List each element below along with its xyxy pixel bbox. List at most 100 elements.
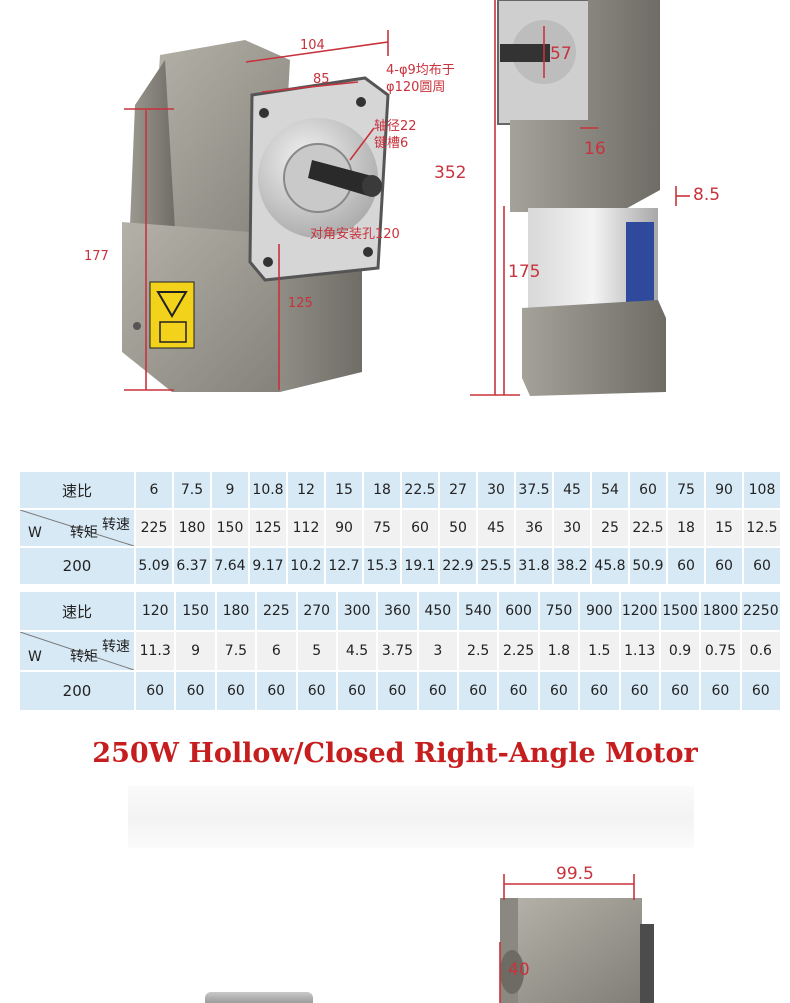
gearmotor-side-view: 57 16 352 8.5 175: [434, 0, 790, 440]
dim-mount-holes: 4-φ9均布于 φ120圆周: [386, 63, 455, 95]
torque-cell: 60: [176, 672, 215, 710]
ratio-cell: 60: [630, 472, 666, 508]
dim-177: 177: [84, 249, 109, 264]
speed-cell: 112: [288, 510, 324, 546]
speed-cell: 2.25: [499, 632, 538, 670]
dim-352: 352: [434, 163, 467, 183]
ratio-cell: 54: [592, 472, 628, 508]
torque-row: 200 60 60 60 60 60 60 60 60 60 60 60 60 …: [20, 672, 780, 710]
w-label: W: [28, 649, 42, 665]
speed-torque-header: 转速 W 转矩: [20, 510, 134, 546]
ratio-cell: 600: [499, 592, 538, 630]
gearmotor-drawing: [122, 30, 390, 392]
ratio-cell: 15: [326, 472, 362, 508]
partial-motor-image: [205, 992, 313, 1003]
section-title: 250W Hollow/Closed Right-Angle Motor: [92, 738, 698, 769]
dim-57: 57: [550, 44, 572, 64]
speed-cell: 90: [326, 510, 362, 546]
speed-cell: 0.6: [741, 632, 780, 670]
torque-label: 转矩: [70, 649, 98, 665]
speed-row: 转速 W 转矩 225 180 150 125 112 90 75 60 50 …: [20, 510, 780, 546]
torque-cell: 38.2: [554, 548, 590, 584]
torque-cell: 60: [136, 672, 175, 710]
dim-diagonal-holes: 对角安装孔120: [310, 227, 400, 242]
dim-175: 175: [508, 262, 541, 282]
w-label: W: [28, 525, 42, 541]
dim-104: 104: [300, 38, 325, 53]
ratio-cell: 225: [257, 592, 296, 630]
torque-cell: 7.64: [212, 548, 248, 584]
ratio-cell: 30: [478, 472, 514, 508]
torque-cell: 15.3: [364, 548, 400, 584]
speed-cell: 75: [364, 510, 400, 546]
gearmotor-front-view: 104 85 4-φ9均布于 φ120圆周 轴径22 键槽6 对角安装孔120 …: [0, 0, 470, 440]
torque-cell: 60: [539, 672, 579, 710]
spec-table-1: 速比 6 7.5 9 10.8 12 15 18 22.5 27 30 37.5…: [18, 470, 782, 586]
torque-cell: 25.5: [478, 548, 514, 584]
speed-cell: 1.8: [539, 632, 579, 670]
ratio-cell: 1800: [701, 592, 740, 630]
dim-40: 40: [508, 960, 530, 980]
speed-cell: 7.5: [216, 632, 256, 670]
ratio-cell: 1500: [660, 592, 700, 630]
ratio-cell: 450: [418, 592, 457, 630]
ratio-cell: 120: [136, 592, 175, 630]
torque-cell: 22.9: [440, 548, 476, 584]
speed-cell: 3.75: [378, 632, 417, 670]
ratio-cell: 22.5: [402, 472, 438, 508]
ratio-cell: 27: [440, 472, 476, 508]
speed-cell: 22.5: [630, 510, 666, 546]
torque-cell: 60: [706, 548, 742, 584]
ratio-cell: 7.5: [174, 472, 210, 508]
torque-cell: 60: [744, 548, 780, 584]
speed-cell: 180: [174, 510, 210, 546]
torque-cell: 31.8: [516, 548, 552, 584]
torque-cell: 60: [459, 672, 498, 710]
speed-cell: 1.5: [580, 632, 619, 670]
speed-cell: 4.5: [337, 632, 377, 670]
ratio-cell: 12: [288, 472, 324, 508]
speed-cell: 6: [257, 632, 296, 670]
ratio-cell: 300: [337, 592, 377, 630]
dim-8-5: 8.5: [693, 185, 721, 205]
ratio-cell: 2250: [741, 592, 780, 630]
speed-cell: 125: [250, 510, 286, 546]
gearmotor-side-drawing: [470, 0, 690, 396]
speed-cell: 225: [136, 510, 172, 546]
dim-shaft-keyway: 轴径22 键槽6: [374, 119, 417, 151]
ratio-cell: 900: [580, 592, 619, 630]
diagonal-divider: [20, 632, 134, 670]
diagonal-divider: [20, 510, 134, 546]
ratio-row: 速比 120 150 180 225 270 300 360 450 540 6…: [20, 592, 780, 630]
torque-cell: 60: [741, 672, 780, 710]
ratio-cell: 9: [212, 472, 248, 508]
spec-table-2: 速比 120 150 180 225 270 300 360 450 540 6…: [18, 590, 782, 712]
dim-125: 125: [288, 296, 313, 311]
torque-cell: 60: [668, 548, 704, 584]
ratio-cell: 180: [216, 592, 256, 630]
torque-cell: 6.37: [174, 548, 210, 584]
torque-cell: 60: [660, 672, 700, 710]
speed-cell: 18: [668, 510, 704, 546]
speed-cell: 150: [212, 510, 248, 546]
speed-cell: 2.5: [459, 632, 498, 670]
ratio-label: 速比: [20, 592, 134, 630]
torque-cell: 50.9: [630, 548, 666, 584]
ratio-label: 速比: [20, 472, 134, 508]
speed-cell: 30: [554, 510, 590, 546]
power-label: 200: [20, 548, 134, 584]
speed-cell: 45: [478, 510, 514, 546]
ratio-cell: 10.8: [250, 472, 286, 508]
speed-cell: 60: [402, 510, 438, 546]
ratio-cell: 37.5: [516, 472, 552, 508]
torque-cell: 5.09: [136, 548, 172, 584]
ratio-cell: 6: [136, 472, 172, 508]
torque-cell: 60: [297, 672, 336, 710]
speed-cell: 1.13: [620, 632, 659, 670]
torque-cell: 60: [580, 672, 619, 710]
torque-cell: 60: [337, 672, 377, 710]
power-label: 200: [20, 672, 134, 710]
speed-cell: 5: [297, 632, 336, 670]
dim-85: 85: [313, 72, 330, 87]
ratio-cell: 270: [297, 592, 336, 630]
